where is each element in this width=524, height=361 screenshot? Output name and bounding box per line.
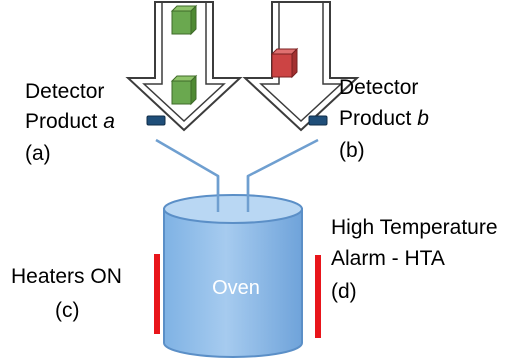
detector-b-tag: (b) (339, 139, 365, 162)
alarm-tag: (d) (331, 280, 357, 303)
conveyor-arrow-a (125, 1, 243, 132)
red-product-box (270, 47, 299, 79)
detector-b-line2: Product b (339, 107, 429, 130)
alarm-label-line2: Alarm - HTA (331, 247, 445, 270)
detector-a-sensor (146, 115, 166, 126)
detector-b-line1: Detector (339, 76, 418, 99)
detector-a-line2: Product a (25, 110, 115, 133)
detector-a-tag: (a) (25, 142, 51, 165)
alarm-label-line1: High Temperature (331, 216, 498, 239)
green-product-box-bottom (170, 74, 198, 106)
detector-b-variable: b (417, 107, 429, 130)
heaters-label: Heaters ON (11, 265, 122, 288)
alarm-bar (315, 255, 321, 338)
detector-a-variable: a (103, 110, 115, 133)
heater-bar (154, 254, 160, 334)
conveyor-arrow-b (242, 1, 360, 132)
detector-b-line2-text: Product (339, 107, 417, 130)
green-product-box-top (170, 4, 198, 36)
detector-a-line2-text: Product (25, 110, 103, 133)
oven-cylinder (163, 176, 303, 358)
heaters-tag: (c) (55, 299, 80, 322)
oven-label: Oven (212, 277, 260, 299)
detector-b-sensor (308, 115, 328, 126)
detector-a-line1: Detector (25, 80, 104, 103)
